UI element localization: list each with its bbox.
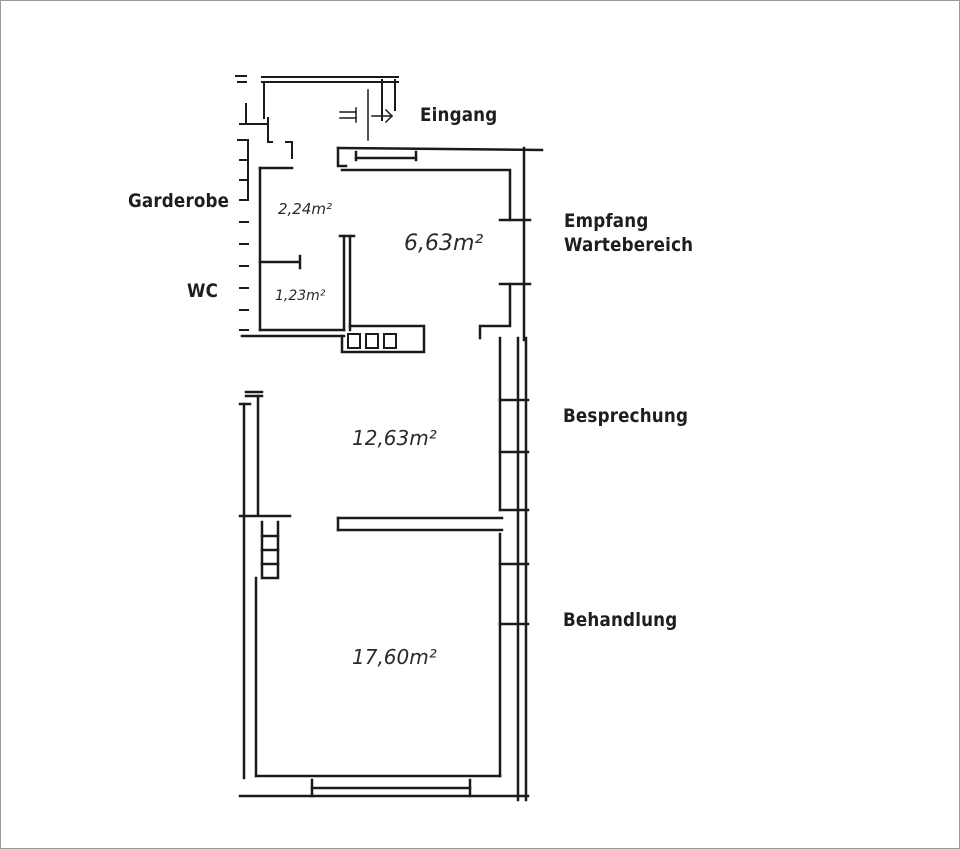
left-ticks-upper	[237, 139, 249, 331]
reception-walls	[336, 146, 544, 342]
label-meeting: Besprechung	[563, 405, 689, 427]
label-entrance: Eingang	[420, 104, 498, 126]
label-cloakroom: Garderobe	[128, 190, 230, 212]
entrance-walls	[235, 75, 399, 159]
treatment-walls	[238, 774, 530, 798]
label-reception-line2: Wartebereich	[564, 234, 694, 256]
area-meeting: 12,63m²	[352, 426, 437, 450]
area-wc: 1,23m²	[275, 288, 326, 304]
chimney	[347, 333, 397, 349]
area-treatment: 17,60m²	[352, 645, 437, 669]
area-cloakroom: 2,24m²	[278, 200, 332, 218]
label-wc: WC	[187, 280, 219, 302]
right-exterior-wall	[498, 336, 530, 802]
area-reception: 6,63m²	[404, 231, 483, 256]
label-reception-line1: Empfang	[564, 210, 649, 232]
entrance-door	[339, 89, 394, 141]
label-treatment: Behandlung	[563, 609, 678, 631]
cloak-wc-walls	[240, 166, 426, 354]
meeting-walls	[238, 390, 504, 780]
